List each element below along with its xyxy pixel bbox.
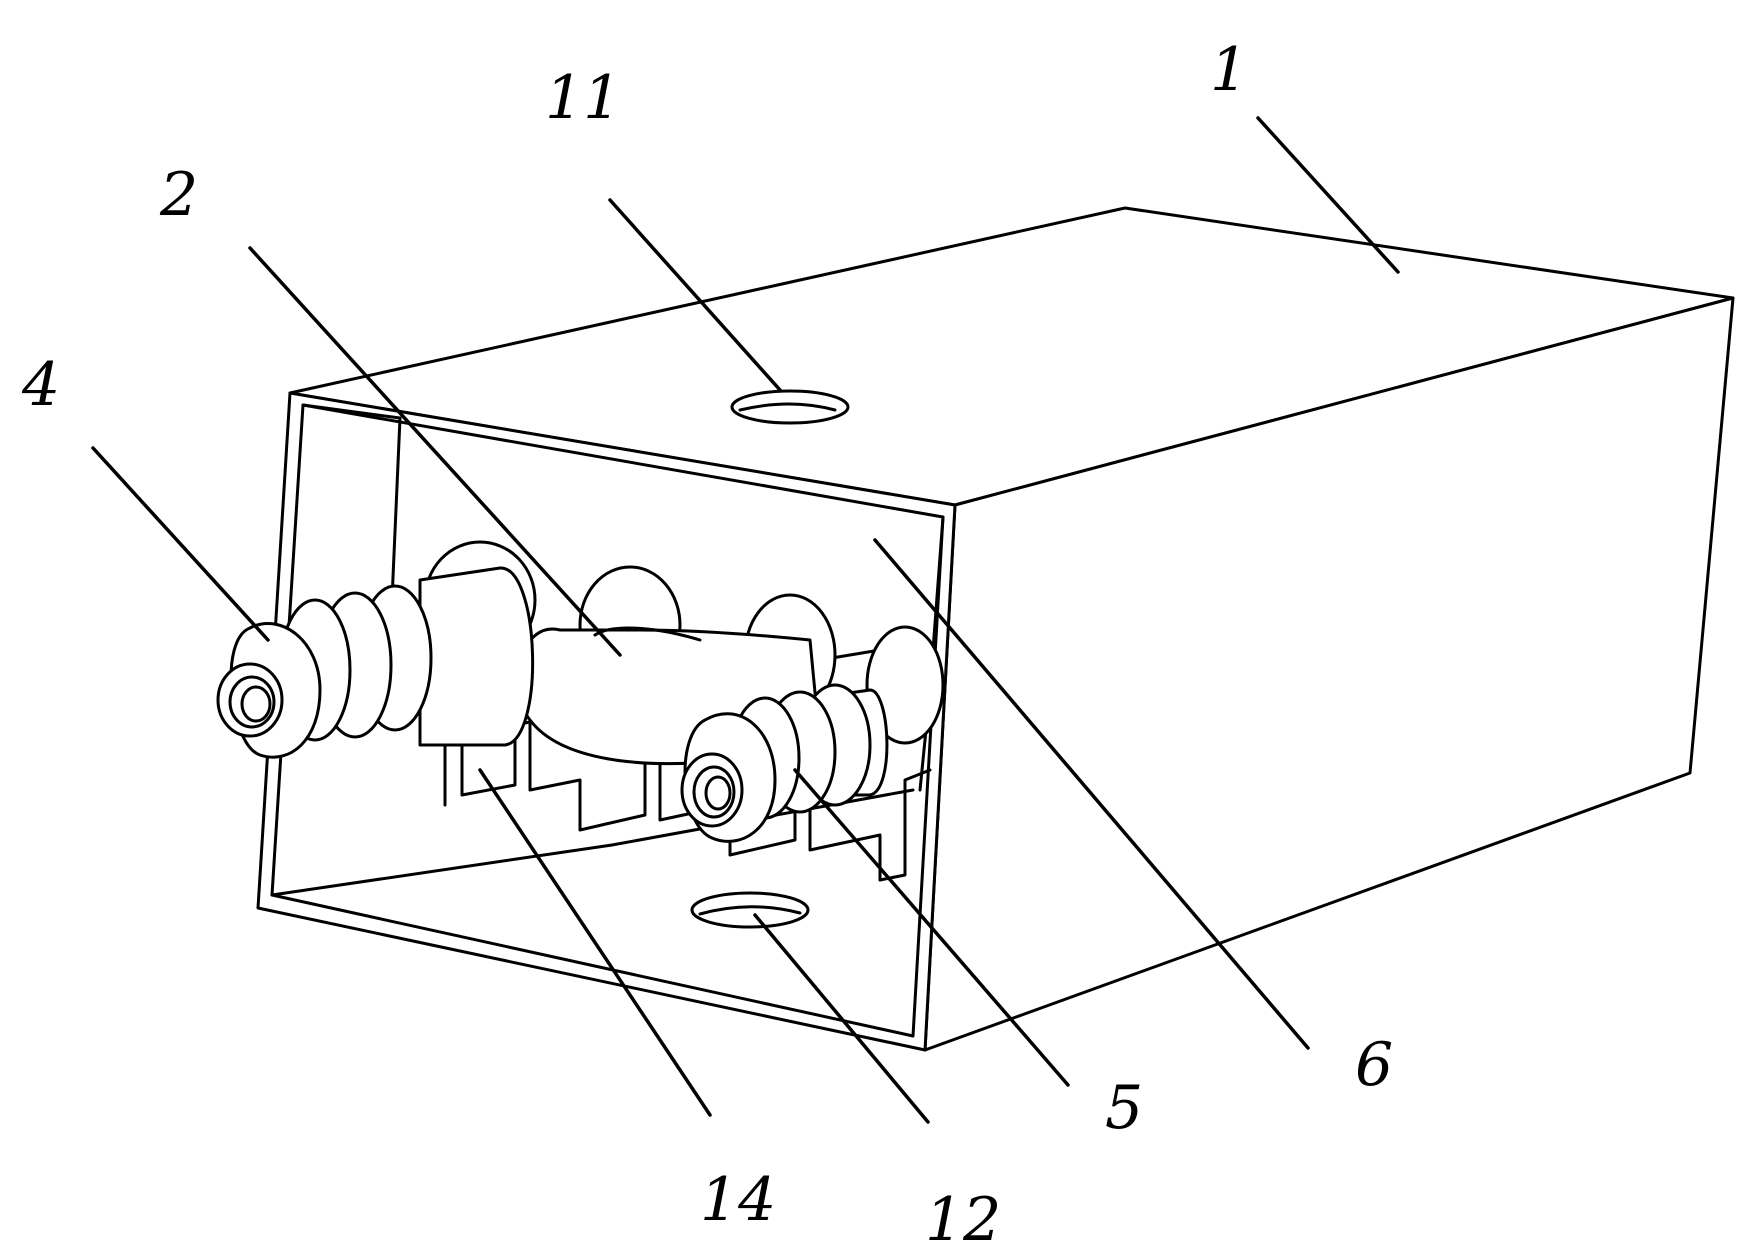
leader-lines: [91, 116, 1400, 1124]
left-nozzle-body: [418, 566, 534, 747]
leader-14: [478, 768, 712, 1117]
leader-6: [873, 538, 1310, 1050]
leader-2: [248, 246, 622, 657]
cavity-left-edge: [390, 416, 402, 602]
label-12: 12: [925, 1185, 1001, 1255]
label-6: 6: [1355, 1030, 1393, 1100]
leader-4: [91, 446, 270, 642]
right-nozzle-orifice-inner: [692, 765, 736, 819]
tooth-strip-edge: [878, 768, 932, 882]
left-nozzle-orifice-inner: [228, 675, 276, 729]
label-4: 4: [21, 350, 60, 420]
leader-11: [608, 198, 782, 392]
leader-12: [753, 913, 930, 1124]
label-1: 1: [1210, 35, 1248, 105]
left-nozzle-orifice-outer: [216, 662, 284, 738]
right-nozzle: [680, 683, 889, 843]
label-5: 5: [1105, 1073, 1143, 1143]
flange-right-back: [865, 625, 945, 745]
left-nozzle: [216, 566, 534, 759]
hole-12: [690, 891, 810, 929]
label-2: 2: [159, 160, 198, 230]
reference-labels: 1 11 2 4 6 5 14 12: [21, 35, 1393, 1255]
label-14: 14: [700, 1165, 776, 1235]
label-11: 11: [545, 63, 621, 133]
leader-5: [793, 768, 1070, 1087]
cavity-top-edge: [301, 403, 402, 420]
hole-11: [730, 389, 850, 425]
leader-1: [1256, 116, 1400, 274]
